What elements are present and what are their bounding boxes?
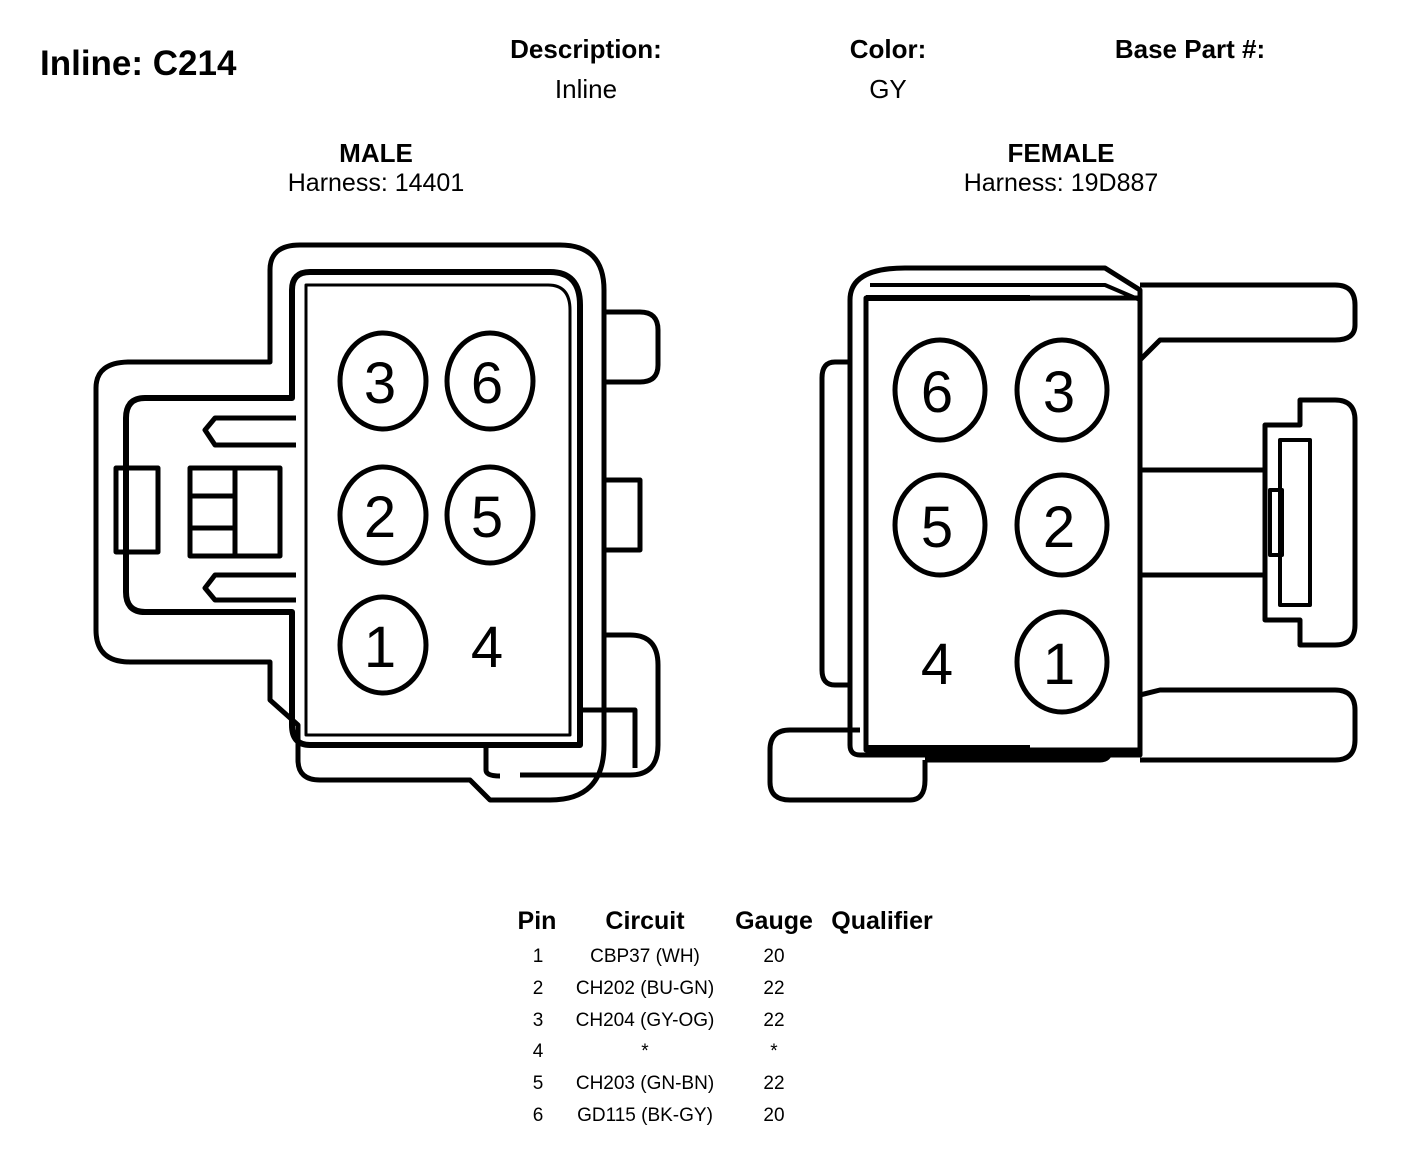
female-pin-5-circle — [892, 472, 988, 578]
table-cell-gauge: 22 — [763, 1073, 785, 1094]
female-body — [847, 265, 1143, 758]
male-pin-label: 6 — [471, 351, 503, 416]
male-connector — [93, 242, 661, 803]
female-lock-plate — [1278, 438, 1312, 607]
male-cavity — [304, 283, 572, 737]
female-bottom-skirt — [767, 727, 928, 803]
female-left-bump — [819, 359, 850, 688]
female-pin-label: 6 — [921, 360, 953, 425]
male-rib-middle — [604, 477, 643, 553]
female-pin-labels: 6 3 5 2 4 1 — [921, 360, 1075, 697]
table-cell-pin: 5 — [532, 1073, 544, 1094]
connector-title: Inline: C214 — [40, 44, 237, 83]
description-value: Inline — [554, 74, 618, 104]
table-cell-circuit: CH203 (GN-BN) — [575, 1073, 715, 1094]
female-pin-label: 4 — [921, 632, 953, 697]
female-pin-1-circle — [1014, 609, 1110, 715]
female-pin-3-circle — [1014, 337, 1110, 443]
male-pin-3-circle — [337, 330, 429, 432]
table-cell-pin: 2 — [532, 978, 544, 999]
table-cell-circuit: CBP37 (WH) — [590, 946, 700, 967]
male-outer-shell — [93, 242, 607, 803]
female-pin-label: 2 — [1043, 495, 1075, 560]
table-cell-gauge: 20 — [763, 946, 785, 967]
description-label: Description: — [510, 34, 662, 64]
male-pin-labels: 3 6 2 5 1 4 — [364, 351, 503, 680]
female-pin-2-circle — [1014, 472, 1110, 578]
color-label: Color: — [849, 34, 927, 64]
female-top-edge — [870, 283, 1141, 302]
female-label: FEMALE — [1007, 138, 1115, 168]
male-pin-6-circle — [444, 330, 536, 432]
male-pin-label: 3 — [364, 351, 396, 416]
male-latch-tab — [113, 465, 161, 555]
female-pin-label: 3 — [1043, 360, 1075, 425]
table-cell-circuit: CH202 (BU-GN) — [575, 978, 715, 999]
male-pin-label: 2 — [364, 485, 396, 550]
table-cell-pin: 4 — [532, 1041, 544, 1062]
female-lock-nub — [1268, 488, 1284, 557]
male-rib-top — [604, 309, 661, 385]
table-cell-circuit: * — [641, 1041, 649, 1062]
male-pin-label: 5 — [471, 485, 503, 550]
female-lock-beam — [1140, 467, 1268, 578]
female-pin-label: 5 — [921, 495, 953, 560]
female-connector — [767, 265, 1358, 803]
table-cell-gauge: 22 — [763, 1010, 785, 1031]
table-cell-gauge: * — [770, 1041, 778, 1062]
male-pin-5-circle — [444, 464, 536, 566]
male-skirt — [483, 745, 501, 779]
male-pin-label: 4 — [471, 615, 503, 680]
table-header-qualifier: Qualifier — [831, 907, 933, 935]
table-cell-circuit: GD115 (BK-GY) — [577, 1105, 713, 1126]
male-label: MALE — [339, 138, 413, 168]
female-arm-top — [1138, 282, 1358, 362]
female-harness: Harness: 19D887 — [963, 169, 1159, 197]
table-header-gauge: Gauge — [735, 907, 813, 935]
color-value: GY — [869, 74, 907, 104]
male-rib-bottom-inner — [580, 707, 638, 768]
table-cell-circuit: CH204 (GY-OG) — [575, 1010, 715, 1031]
table-cell-gauge: 22 — [763, 978, 785, 999]
female-skirt-edge — [925, 749, 1113, 763]
base-part-label: Base Part #: — [1114, 34, 1266, 64]
male-pin-label: 1 — [364, 615, 396, 680]
male-harness: Harness: 14401 — [287, 169, 465, 197]
male-pin-2-circle — [337, 464, 429, 566]
table-header-pin: Pin — [517, 907, 557, 935]
male-latch-upper — [202, 415, 296, 448]
female-lock-housing — [1262, 397, 1358, 648]
male-pin-1-circle — [337, 594, 429, 696]
female-pin-label: 1 — [1043, 632, 1075, 697]
table-cell-gauge: 20 — [763, 1105, 785, 1126]
female-pin-6-circle — [892, 337, 988, 443]
female-arm-bottom — [1139, 687, 1358, 763]
table-cell-pin: 6 — [532, 1105, 544, 1126]
male-inner-frame — [123, 269, 583, 748]
male-latch-lower — [202, 572, 296, 603]
table-cell-pin: 1 — [532, 946, 544, 967]
table-cell-pin: 3 — [532, 1010, 544, 1031]
male-rib-bottom — [520, 632, 661, 778]
table-header-circuit: Circuit — [605, 907, 685, 935]
